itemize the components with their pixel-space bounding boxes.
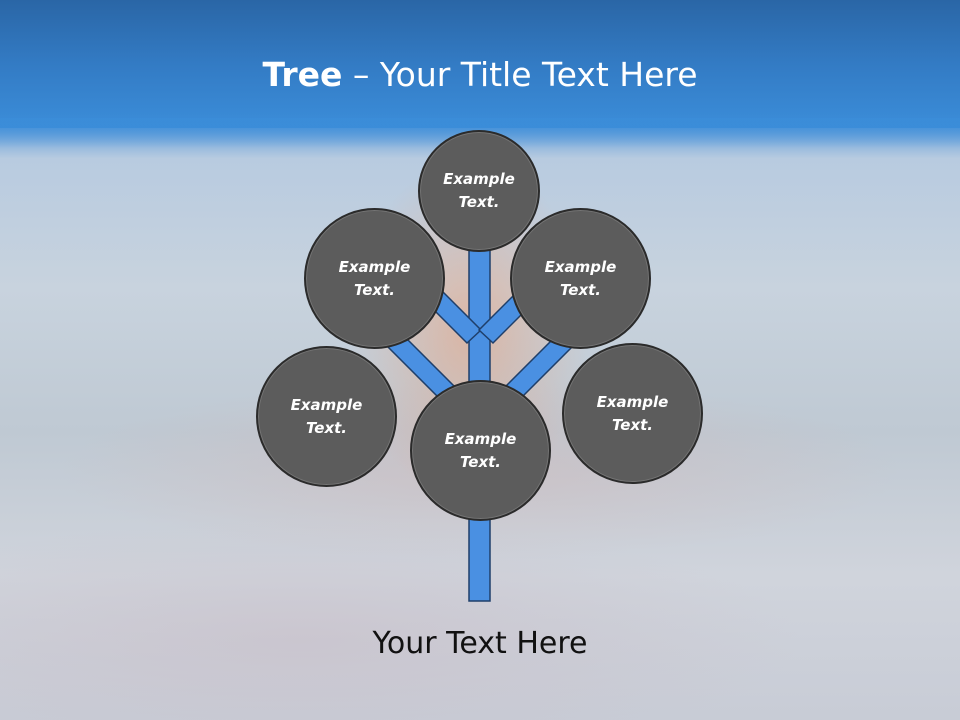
node-label: Example Text. [596,392,669,434]
tree-node-mid-left[interactable]: Example Text. [256,346,397,487]
tree-node-upper-right[interactable]: Example Text. [510,208,651,349]
slide-title[interactable]: Tree – Your Title Text Here [0,52,960,98]
node-label: Example Text. [444,429,517,471]
title-bold: Tree [262,55,343,94]
title-rest: – Your Title Text Here [342,55,698,94]
tree-node-center[interactable]: Example Text. [410,380,551,521]
node-label: Example Text. [338,257,411,299]
tree-node-top[interactable]: Example Text. [418,130,540,252]
tree-node-upper-left[interactable]: Example Text. [304,208,445,349]
caption-text[interactable]: Your Text Here [372,626,588,661]
node-label: Example Text. [544,257,617,299]
node-label: Example Text. [443,170,515,211]
node-label: Example Text. [290,395,363,437]
title-bar [0,0,960,128]
tree-node-mid-right[interactable]: Example Text. [562,343,703,484]
